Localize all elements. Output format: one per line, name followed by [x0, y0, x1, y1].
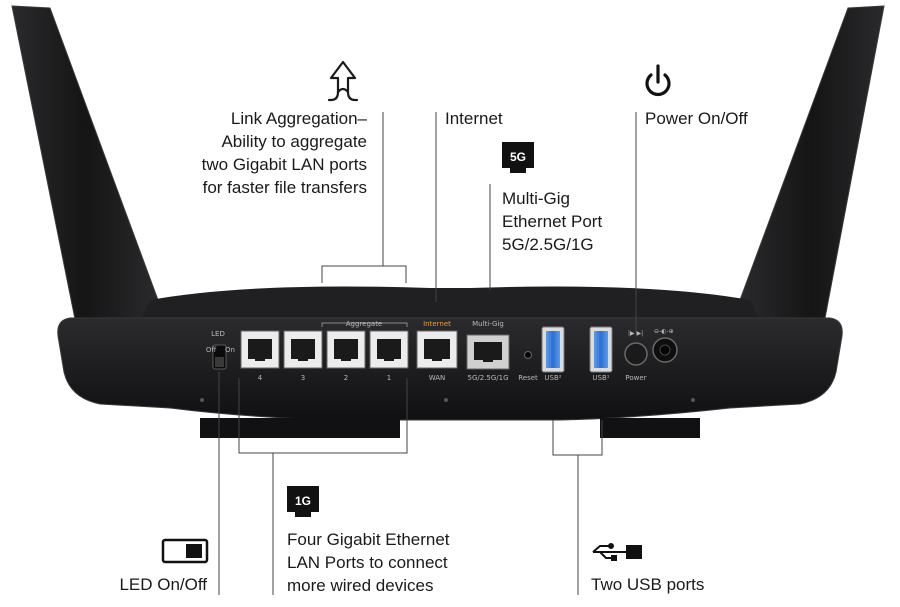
usb-plug-icon — [592, 543, 642, 561]
power-button[interactable] — [624, 342, 648, 366]
panel-port-number: 2 — [344, 374, 348, 382]
router-base-left — [200, 418, 400, 438]
screw — [200, 398, 204, 402]
dc-power-jack-inner — [659, 344, 671, 356]
aggregation-leader — [321, 265, 407, 283]
one-g-ethernet-icon: 1G — [287, 486, 319, 517]
lan-ports-line: Four Gigabit Ethernet — [287, 530, 450, 549]
link-aggregation-line: two Gigabit LAN ports — [201, 155, 367, 174]
svg-text:5G: 5G — [510, 150, 526, 164]
lan-ports-line: LAN Ports to connect — [287, 553, 448, 572]
panel-power-label: Power — [625, 374, 646, 382]
internet-callout: Internet — [445, 107, 503, 130]
panel-multigig-label: Multi-Gig — [472, 320, 504, 328]
five-g-ethernet-icon: 5G — [502, 142, 534, 173]
power-icon — [645, 64, 671, 97]
led-callout: LED On/Off — [119, 573, 207, 596]
multi-gig-port[interactable] — [466, 334, 510, 370]
lan-ports-bracket — [238, 378, 408, 454]
panel-led-on-label: On — [225, 346, 235, 354]
screw — [444, 398, 448, 402]
panel-usb2-label: USB² — [544, 374, 561, 382]
aggregate-bracket — [321, 322, 408, 327]
usb-port-1[interactable] — [589, 326, 613, 373]
panel-wan-label: WAN — [429, 374, 446, 382]
right-antenna — [739, 5, 885, 335]
reset-button[interactable] — [524, 351, 532, 359]
panel-internet-label: Internet — [423, 320, 451, 328]
link-aggregation-line: for faster file transfers — [202, 178, 367, 197]
panel-speed-label: 5G/2.5G/1G — [467, 374, 508, 382]
multi-gig-line: Multi-Gig — [502, 189, 571, 208]
lan-ports-line: more wired devices — [287, 576, 434, 595]
link-aggregation-icon — [327, 60, 359, 102]
power-callout-text: Power On/Off — [645, 109, 748, 128]
router-base-right — [600, 418, 700, 438]
usb-callout-text: Two USB ports — [591, 575, 705, 594]
power-callout: Power On/Off — [645, 107, 748, 130]
led-switch-icon — [161, 538, 209, 564]
svg-text:1G: 1G — [295, 494, 311, 508]
led-toggle-knob — [215, 357, 224, 367]
panel-led-label: LED — [211, 330, 225, 338]
panel-led-off-label: Off — [206, 346, 217, 354]
lan-port-2[interactable] — [326, 330, 366, 369]
usb-port-2[interactable] — [541, 326, 565, 373]
lan-ports-callout: Four Gigabit Ethernet LAN Ports to conne… — [287, 528, 450, 597]
panel-port-number: 3 — [301, 374, 305, 382]
usb-bracket — [552, 420, 603, 456]
link-aggregation-line: Ability to aggregate — [221, 132, 367, 151]
router-top-housing — [140, 286, 760, 320]
wan-port[interactable] — [416, 330, 458, 369]
multi-gig-line: Ethernet Port — [502, 212, 603, 231]
internet-callout-text: Internet — [445, 109, 503, 128]
panel-port-number: 1 — [387, 374, 391, 382]
link-aggregation-line: Link Aggregation– — [230, 109, 367, 128]
panel-usb1-label: USB¹ — [592, 374, 609, 382]
leader-lines — [218, 112, 637, 595]
dc-polarity-symbol: ⊖-◐-⊕ — [654, 328, 674, 335]
multi-gig-line: 5G/2.5G/1G — [502, 235, 594, 254]
usb-callout: Two USB ports — [591, 573, 704, 596]
power-button-symbol: |▶ ▶| — [628, 330, 643, 337]
lan-port-4[interactable] — [240, 330, 280, 369]
screw — [691, 398, 695, 402]
panel-aggregate-label: Aggregate — [346, 320, 383, 328]
panel-reset-label: Reset — [518, 374, 538, 382]
left-antenna — [11, 5, 159, 335]
panel-port-number: 4 — [258, 374, 263, 382]
lan-port-1[interactable] — [369, 330, 409, 369]
lan-port-3[interactable] — [283, 330, 323, 369]
link-aggregation-callout: Link Aggregation– Ability to aggregate t… — [202, 107, 367, 199]
led-callout-text: LED On/Off — [119, 575, 207, 594]
multi-gig-callout: Multi-Gig Ethernet Port 5G/2.5G/1G — [502, 187, 602, 256]
